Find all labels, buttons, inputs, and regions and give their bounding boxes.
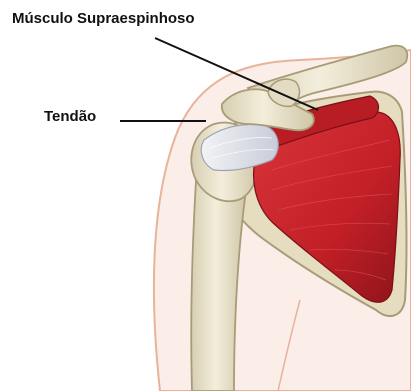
muscle-label: Músculo Supraespinhoso: [12, 10, 195, 27]
tendon-label: Tendão: [44, 108, 96, 125]
